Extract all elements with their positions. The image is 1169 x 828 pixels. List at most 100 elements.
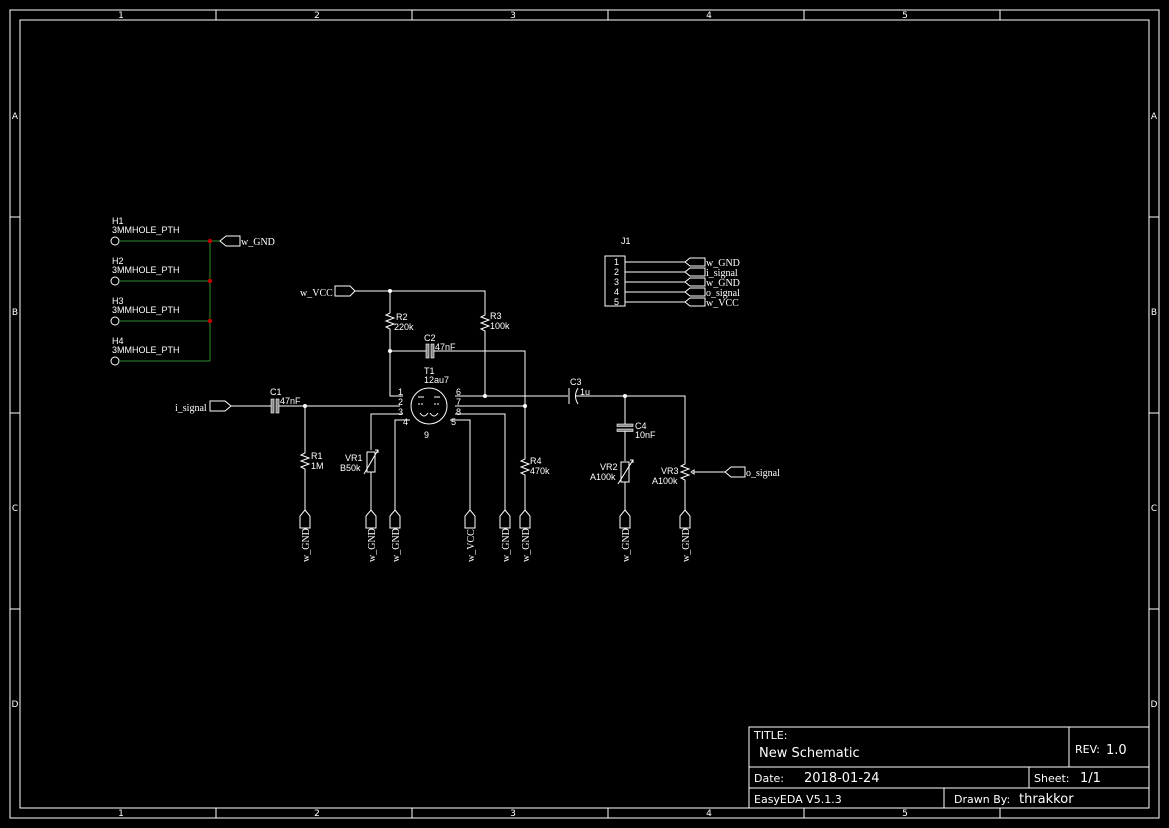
h2-hole-symbol[interactable] (110, 276, 120, 286)
h1-value: 3MMHOLE_PTH (112, 225, 180, 235)
j1-pin-2: 2 (614, 267, 619, 277)
gnd-flag-r4[interactable] (519, 509, 531, 529)
t1-pin-3: 3 (398, 407, 403, 417)
net-flag-isignal[interactable] (209, 400, 232, 412)
net-flag-j1-5[interactable] (684, 297, 706, 307)
rev-value: 1.0 (1106, 743, 1127, 758)
j1-pin-4: 4 (614, 287, 619, 297)
gnd-flag-pin4[interactable] (389, 509, 401, 529)
bottom-net-flags: w_GND w_GND w_GND w_VCC w_GND w_GND w_GN… (299, 509, 692, 562)
c2-plate-a[interactable] (425, 343, 430, 359)
grid-row-b-left: B (12, 308, 18, 318)
net-flag-j1-4[interactable] (684, 287, 706, 297)
drawn-by-value: thrakkor (1019, 792, 1074, 807)
t1-pin-6: 6 (456, 387, 461, 397)
r3-value: 100k (490, 321, 510, 331)
grid-col-1-top: 1 (118, 11, 124, 21)
t1-ref: T1 (424, 366, 435, 376)
net-flag-osignal[interactable] (724, 466, 746, 478)
net-label-isignal: i_signal (175, 403, 207, 414)
grid-col-5-bottom: 5 (902, 809, 908, 819)
grid-col-2-top: 2 (314, 11, 320, 21)
net-flag-j1-1[interactable] (684, 257, 706, 267)
c2-ref: C2 (424, 333, 436, 343)
vcc-flag-pin5[interactable] (464, 509, 476, 529)
vr3-value: A100k (652, 476, 678, 486)
h4-ref: H4 (112, 336, 124, 346)
outer-frame (9, 9, 1160, 819)
c1-ref: C1 (270, 387, 282, 397)
vr3-wiper-arrow (690, 469, 695, 475)
r4-ref: R4 (530, 456, 542, 466)
r3-symbol[interactable] (479, 312, 491, 334)
vr2-ref: VR2 (600, 462, 618, 472)
c2-right-wire (434, 350, 526, 456)
gnd-flag-pin8[interactable] (499, 509, 511, 529)
h1-hole-symbol[interactable] (110, 236, 120, 246)
j1-body (604, 255, 626, 307)
pin5-wire (450, 419, 471, 510)
r2-ref: R2 (396, 312, 408, 322)
c2-plate-b[interactable] (430, 343, 435, 359)
c4-plate-a[interactable] (616, 423, 634, 427)
connector-j1[interactable]: J1 1 2 3 4 5 w_GND i_signal w_GND o_sign… (604, 236, 740, 309)
grid-row-b-right: B (1151, 308, 1157, 318)
h2-ref: H2 (112, 256, 124, 266)
net-flag-gnd-holes[interactable] (219, 235, 241, 247)
r2-value: 220k (394, 322, 414, 332)
gnd-label-pin8: w_GND (501, 528, 512, 562)
c3-plate-b[interactable] (575, 387, 579, 405)
grid-row-d-right: D (1151, 700, 1158, 710)
h3-hole-symbol[interactable] (110, 316, 120, 326)
gnd-label-vr3: w_GND (681, 528, 692, 562)
grid-col-5-top: 5 (902, 11, 908, 21)
c1-plate-a[interactable] (270, 398, 275, 414)
grid-row-d-left: D (12, 700, 19, 710)
c1-plate-b[interactable] (275, 398, 280, 414)
pin3-wire (370, 413, 403, 450)
gnd-flag-vr1[interactable] (365, 509, 377, 529)
gnd-flag-r1[interactable] (299, 509, 311, 529)
c3-out-wire (576, 395, 686, 462)
r3-ref: R3 (490, 311, 502, 321)
gnd-label-vr1: w_GND (367, 528, 378, 562)
r1-symbol[interactable] (299, 450, 311, 472)
pin8-wire (455, 413, 506, 510)
j1-net-4: o_signal (706, 288, 740, 299)
r4-symbol[interactable] (519, 456, 531, 478)
date-label: Date: (754, 772, 784, 785)
software-version: EasyEDA V5.1.3 (754, 793, 842, 806)
net-label-osignal: o_signal (746, 468, 780, 479)
j1-pin-5: 5 (614, 297, 619, 307)
grid-row-a-right: A (1151, 112, 1158, 122)
drawn-by-label: Drawn By: (954, 793, 1010, 806)
net-flag-j1-2[interactable] (684, 267, 706, 277)
vr3-symbol[interactable] (679, 462, 691, 482)
junction-dot (483, 394, 487, 398)
gnd-flag-vr3[interactable] (679, 509, 691, 529)
j1-net-3: w_GND (706, 278, 740, 289)
t1-pin-5: 5 (451, 417, 456, 427)
h4-hole-symbol[interactable] (110, 356, 120, 366)
vr1-ref: VR1 (345, 453, 363, 463)
c4-ref: C4 (635, 421, 647, 431)
t1-pin-8: 8 (456, 407, 461, 417)
gnd-flag-vr2[interactable] (619, 509, 631, 529)
net-label-vcc-in: w_VCC (300, 288, 333, 299)
c1-value: 47nF (280, 396, 301, 406)
r2-symbol[interactable] (384, 310, 396, 332)
net-flag-vcc-in[interactable] (334, 285, 356, 297)
net-flag-j1-3[interactable] (684, 277, 706, 287)
net-label-gnd-holes: w_GND (241, 237, 275, 248)
c3-ref: C3 (570, 377, 582, 387)
j1-net-1: w_GND (706, 258, 740, 269)
gnd-label-r4: w_GND (521, 528, 532, 562)
t1-pin-1: 1 (398, 387, 403, 397)
c4-value: 10nF (635, 430, 656, 440)
c2-value: 47nF (435, 342, 456, 352)
t1-tube[interactable]: T1 12au7 1 2 3 4 5 6 7 8 9 (398, 366, 461, 440)
mounting-holes: H1 3MMHOLE_PTH H2 3MMHOLE_PTH H3 3MMHOLE… (110, 216, 275, 366)
grid-col-4-top: 4 (706, 11, 712, 21)
vcc-label-pin5: w_VCC (466, 529, 477, 562)
